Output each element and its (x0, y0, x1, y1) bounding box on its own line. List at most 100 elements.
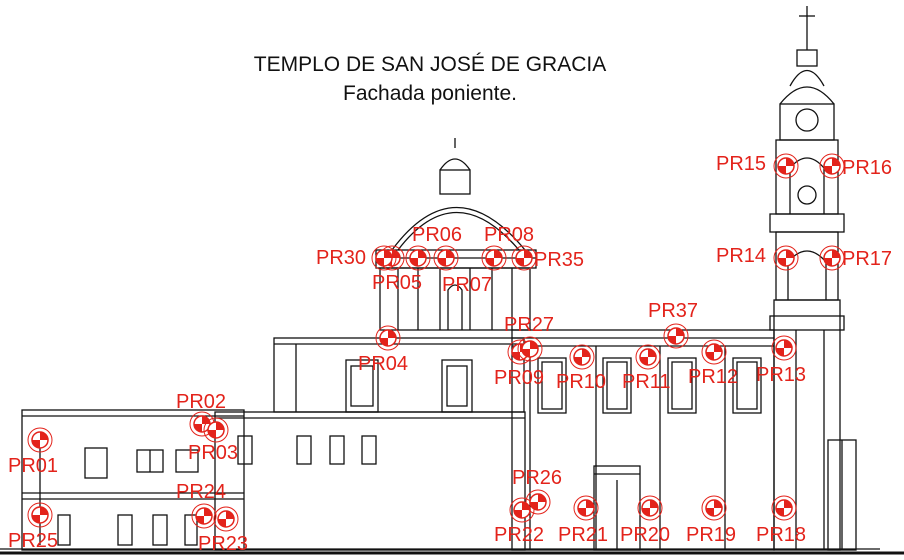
target-quadrant (832, 250, 840, 258)
target-ring (819, 245, 845, 271)
target-ring (771, 495, 797, 521)
target-ring (819, 153, 845, 179)
survey-marker-pr10: PR10 (556, 344, 606, 393)
target-ring (701, 339, 727, 365)
target-ring (569, 344, 595, 370)
survey-marker-pr35: PR35 (511, 245, 584, 271)
target-ring (27, 427, 53, 453)
target-quadrant (388, 330, 396, 338)
target-ring (511, 245, 537, 271)
target-quadrant (778, 258, 786, 266)
target-ring (433, 245, 459, 271)
target-quadrant (418, 250, 426, 258)
target-quadrant (824, 258, 832, 266)
marker-label: PR05 (372, 272, 422, 294)
survey-marker-pr24: PR24 (176, 481, 226, 529)
target-quadrant (784, 500, 792, 508)
target-quadrant (204, 508, 212, 516)
survey-marker-pr21: PR21 (558, 495, 608, 546)
marker-label: PR23 (198, 533, 248, 555)
target-ring (637, 495, 663, 521)
target-quadrant (384, 250, 392, 258)
marker-label: PR15 (716, 153, 766, 175)
marker-label: PR35 (534, 249, 584, 271)
marker-label: PR10 (556, 371, 606, 393)
marker-label: PR19 (686, 524, 736, 546)
target-ring (525, 489, 551, 515)
target-ring (517, 336, 543, 362)
marker-label: PR16 (842, 157, 892, 179)
marker-label: PR09 (494, 367, 544, 389)
ground-line (0, 548, 904, 555)
marker-label: PR14 (716, 245, 766, 267)
target-ring (573, 495, 599, 521)
target-quadrant (538, 494, 546, 502)
target-quadrant (776, 508, 784, 516)
target-quadrant (676, 328, 684, 336)
marker-label: PR07 (442, 274, 492, 296)
drawing-subtitle: Fachada poniente. (343, 82, 517, 105)
survey-marker-pr07: PR07 (433, 245, 492, 296)
target-quadrant (530, 502, 538, 510)
drawing-title: TEMPLO DE SAN JOSÉ DE GRACIA (253, 53, 607, 76)
target-ring (701, 495, 727, 521)
marker-label: PR37 (648, 300, 698, 322)
survey-marker-pr20: PR20 (620, 495, 670, 546)
survey-marker-pr03: PR03 (188, 417, 238, 464)
middle-block (214, 411, 526, 551)
target-ring (481, 245, 507, 271)
marker-label: PR06 (412, 224, 462, 246)
survey-marker-pr17: PR17 (819, 245, 892, 271)
target-ring (405, 245, 431, 271)
marker-label: PR04 (358, 353, 408, 375)
nave-body (273, 337, 525, 413)
marker-label: PR18 (756, 524, 806, 546)
survey-marker-pr16: PR16 (819, 153, 892, 179)
target-ring (375, 325, 401, 351)
survey-marker-pr13: PR13 (756, 335, 806, 386)
survey-marker-pr12: PR12 (688, 339, 738, 388)
marker-label: PR20 (620, 524, 670, 546)
target-quadrant (40, 507, 48, 515)
marker-label: PR08 (484, 224, 534, 246)
bell-tower (769, 6, 857, 551)
marker-label: PR13 (756, 364, 806, 386)
target-ring (191, 503, 217, 529)
target-quadrant (514, 510, 522, 518)
marker-label: PR25 (8, 530, 58, 552)
target-quadrant (582, 349, 590, 357)
target-ring (771, 335, 797, 361)
target-quadrant (714, 500, 722, 508)
target-quadrant (196, 516, 204, 524)
target-quadrant (706, 352, 714, 360)
survey-marker-pr19: PR19 (686, 495, 736, 546)
survey-marker-pr18: PR18 (756, 495, 806, 546)
target-ring (203, 417, 229, 443)
target-quadrant (438, 258, 446, 266)
marker-label: PR24 (176, 481, 226, 503)
target-quadrant (516, 258, 524, 266)
survey-marker-pr04: PR04 (358, 325, 408, 375)
target-quadrant (650, 500, 658, 508)
target-quadrant (786, 250, 794, 258)
target-quadrant (486, 258, 494, 266)
marker-label: PR02 (176, 391, 226, 413)
target-quadrant (586, 500, 594, 508)
survey-marker-pr30: PR30 (316, 245, 397, 271)
survey-marker-pr01: PR01 (8, 427, 58, 477)
target-quadrant (218, 519, 226, 527)
target-quadrant (32, 515, 40, 523)
target-ring (371, 245, 397, 271)
marker-label: PR22 (494, 524, 544, 546)
target-quadrant (216, 422, 224, 430)
target-quadrant (208, 430, 216, 438)
marker-label: PR26 (512, 467, 562, 489)
target-quadrant (380, 338, 388, 346)
target-quadrant (776, 348, 784, 356)
survey-marker-pr14: PR14 (716, 245, 799, 271)
target-quadrant (714, 344, 722, 352)
survey-marker-pr15: PR15 (716, 153, 799, 179)
survey-marker-pr06: PR06 (405, 224, 462, 271)
target-quadrant (522, 349, 530, 357)
